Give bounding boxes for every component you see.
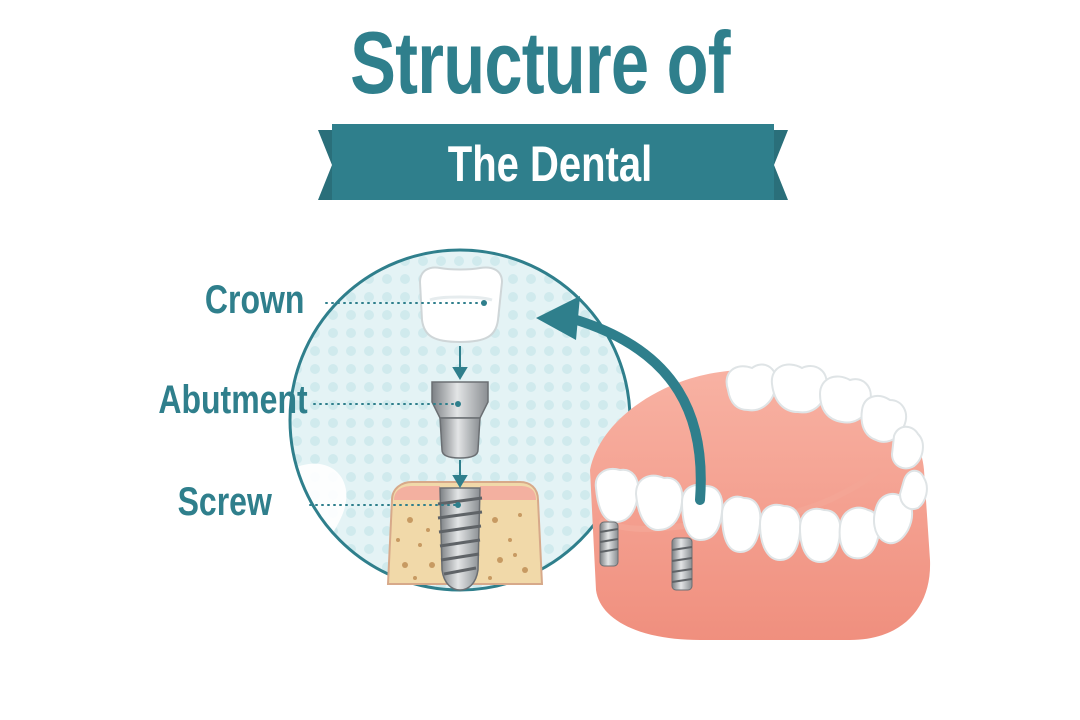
subtitle: The Dental Implant	[447, 136, 653, 256]
implant-screw	[437, 487, 483, 591]
screw-label: Screw	[177, 480, 272, 524]
abutment-label: Abutment	[158, 378, 308, 422]
abutment-part	[431, 381, 489, 459]
denture-jaw	[590, 363, 931, 640]
crown-label: Crown	[204, 278, 304, 322]
crown-tooth	[418, 266, 504, 344]
assembly-arrows	[452, 346, 468, 488]
zoom-arrow	[536, 296, 706, 505]
leader-lines	[309, 302, 485, 506]
jaw-implants	[599, 521, 693, 591]
page-title: Structure of	[350, 13, 730, 112]
title-ribbon	[318, 124, 788, 200]
